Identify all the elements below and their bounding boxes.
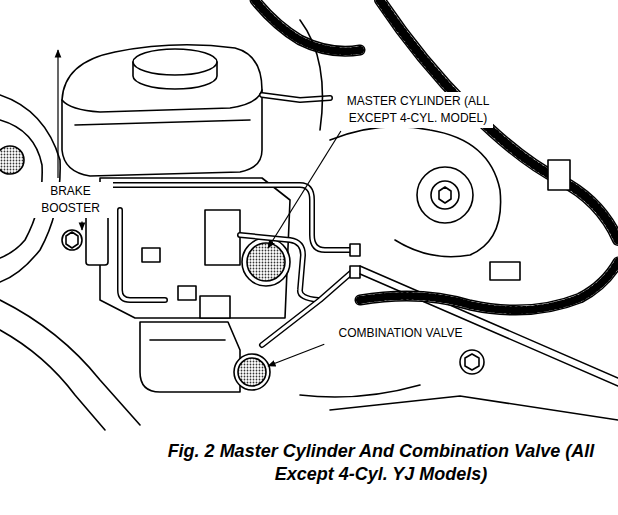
wiring-harness (360, 0, 618, 310)
engine-components (300, 20, 618, 420)
combination-valve-drawing (140, 322, 270, 392)
leader-line (268, 344, 324, 366)
figure-caption: Fig. 2 Master Cylinder And Combination V… (150, 440, 612, 487)
leader-line (268, 131, 341, 248)
leader-line (57, 50, 58, 178)
part-label: MASTER CYLINDER (ALL EXCEPT 4-CYL. MODEL… (343, 92, 493, 128)
brake-lines (110, 95, 360, 345)
part-label: BRAKE BOOSTER (28, 182, 113, 218)
master-cylinder-reservoir (62, 45, 262, 176)
leader-line (81, 222, 82, 230)
wiring-harness (255, 0, 360, 51)
part-label: COMBINATION VALVE (328, 324, 473, 343)
